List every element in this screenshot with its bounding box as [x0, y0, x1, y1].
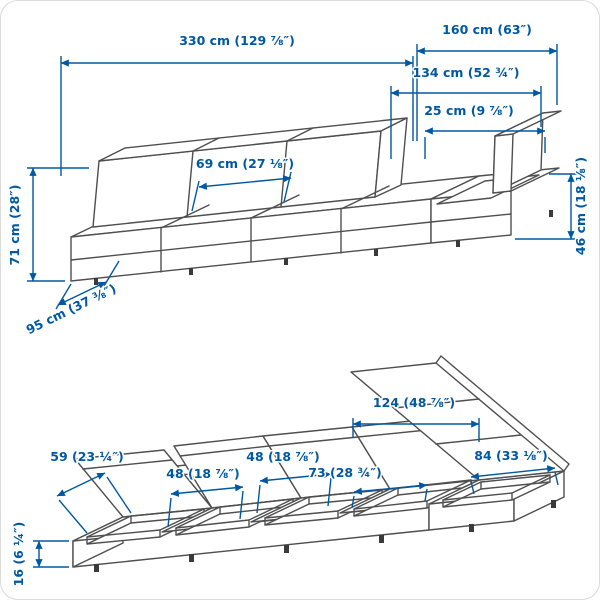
- leg: [549, 210, 553, 217]
- leg: [374, 249, 378, 256]
- seat-split-1-top: [160, 204, 210, 229]
- leg: [284, 545, 289, 553]
- dim-line-storage-width-3: [353, 482, 428, 495]
- end-rest-front: [492, 133, 514, 194]
- dim-label-total-height: 71 cm (28″): [7, 185, 22, 266]
- back-cushion-split-2: [280, 140, 288, 208]
- ext-line: [106, 476, 132, 514]
- back-cushion-split-2-top: [286, 127, 314, 142]
- sofa-assembled-drawing: [70, 110, 562, 285]
- dim-line-chaise-storage-width: [470, 465, 556, 480]
- storage-box: [339, 479, 480, 517]
- chaise-lid-thickness: [435, 355, 570, 472]
- sofa-legs: [94, 500, 556, 572]
- dim-label-chaise-depth: 134 cm (52 ¾″): [413, 65, 520, 80]
- seat-split-3-top: [340, 185, 390, 210]
- dim-line-seat-cushion: [198, 175, 292, 190]
- leg: [189, 268, 193, 275]
- leg: [469, 524, 474, 532]
- dim-label-chaise-storage-width: 84 (33 ⅛″): [474, 448, 547, 463]
- dim-label-total-width: 330 cm (129 ⅞″): [179, 33, 295, 48]
- dim-label-storage-width-1: 48 (18 ⅞″): [166, 466, 239, 481]
- sofa-legs: [94, 210, 553, 285]
- dim-label-seat-cushion: 69 cm (27 ⅛″): [196, 156, 294, 171]
- box-wall-edges: [86, 508, 205, 545]
- seat-split-2-top: [250, 194, 300, 219]
- leg: [94, 564, 99, 572]
- ext-line: [554, 471, 559, 486]
- dim-label-chaise-storage-length: 124 (48 ⅞″): [373, 395, 455, 410]
- dim-line-storage-depth: [56, 472, 106, 497]
- dim-line-storage-width-2: [259, 471, 332, 484]
- dim-label-storage-height: 16 (6 ¼″): [11, 522, 26, 587]
- box-wall-edges: [442, 474, 551, 508]
- dim-line-storage-width-1: [170, 484, 244, 497]
- lid-edge: [82, 459, 173, 470]
- dim-label-side-rest: 25 cm (9 ⅞″): [424, 103, 514, 118]
- ext-line: [191, 180, 200, 212]
- back-cushion-split-1-top: [192, 137, 220, 152]
- box-wall-edges: [264, 489, 383, 526]
- lid-edge: [268, 436, 359, 447]
- dim-label-storage-width-2: 48 (18 ⅞″): [246, 449, 319, 464]
- ext-line: [103, 260, 120, 287]
- box-wall-edges: [175, 498, 294, 536]
- chaise-lid-seam: [393, 398, 480, 409]
- dim-label-seat-height: 46 cm (18 ⅛″): [573, 157, 588, 255]
- back-cushion-split-1: [186, 150, 194, 218]
- dim-label-depth: 95 cm (37 ⅜″): [24, 281, 119, 338]
- storage-box: [161, 497, 302, 536]
- leg: [189, 554, 194, 562]
- ext-line: [351, 495, 355, 509]
- chaise-storage-box: [428, 470, 565, 531]
- leg: [94, 278, 98, 285]
- ext-line: [58, 499, 88, 534]
- dim-line-depth: [57, 281, 107, 306]
- dim-label-storage-depth: 59 (23 ¼″): [50, 449, 123, 464]
- bottom-view-dimensions: 124 (48 ⅞″) 59 (23 ¼″) 48 (18 ⅞″) 48 (18…: [10, 394, 559, 588]
- ext-line: [256, 484, 261, 514]
- leg: [284, 258, 288, 265]
- box-wall-edges: [353, 479, 472, 517]
- dim-label-chaise-section: 160 cm (63″): [442, 22, 532, 37]
- lid-edge: [179, 445, 270, 457]
- ext-line: [470, 480, 475, 495]
- ext-line: [167, 497, 172, 528]
- leg: [379, 535, 384, 543]
- leg: [456, 240, 460, 247]
- sofa-storage-drawing: [72, 355, 570, 572]
- leg: [551, 500, 556, 508]
- front-seam: [70, 213, 512, 261]
- dim-label-storage-width-3: 73 (28 ¾″): [308, 465, 381, 480]
